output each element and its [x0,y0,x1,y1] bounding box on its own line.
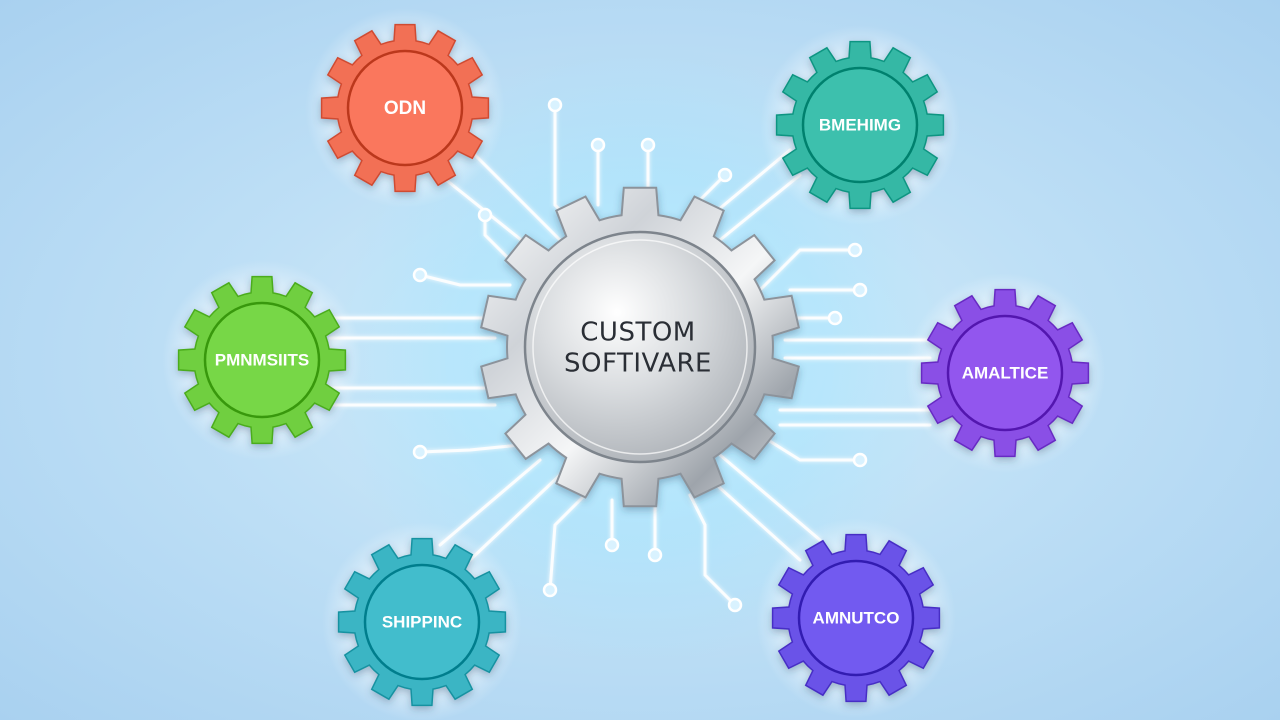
module-gear-face [363,563,481,681]
node [477,207,493,223]
module-label-payments: PMNMSIITS [215,350,309,369]
module-label-automation: AMNUTCO [813,608,900,627]
node [827,310,843,326]
module-gear-shipping: SHIPPINC [337,537,507,707]
node [604,537,620,553]
node [852,282,868,298]
node [717,167,733,183]
module-gear-face [346,49,464,167]
node [847,242,863,258]
node [542,582,558,598]
module-gear-face [203,301,321,419]
module-gear-payments: PMNMSIITS [177,275,347,445]
trace-left-5 [418,273,512,287]
module-label-odn: ODN [384,98,426,119]
trace-banking-4 [758,248,857,292]
module-gear-face [946,314,1064,432]
center-gear: CUSTOM SOFTIVARE [480,186,800,508]
center-label-line1: CUSTOM [580,318,695,348]
node [547,97,563,113]
module-gear-automation: AMNUTCO [771,533,941,703]
node [647,547,663,563]
trace-shipping-4 [548,493,587,592]
trace-automation-2 [718,453,822,542]
module-gear-face [801,66,919,184]
node [640,137,656,153]
module-gear-odn: ODN [320,23,490,193]
circuit-nodes [412,97,868,613]
module-label-shipping: SHIPPINC [382,612,462,631]
module-gear-face [797,559,915,677]
node [852,452,868,468]
trace-automation-3 [758,433,862,462]
node [412,267,428,283]
node [727,597,743,613]
center-label-line2: SOFTIVARE [564,349,712,379]
node [590,137,606,153]
module-label-analytics: AMALTICE [962,363,1049,382]
node [412,444,428,460]
trace-bottom-3 [688,493,737,607]
module-label-banking: BMEHIMG [819,115,901,134]
trace-shipping-3 [418,443,522,454]
center-gear-face [523,230,757,464]
center-gear-rim [532,239,748,455]
module-gear-analytics: AMALTICE [920,288,1090,458]
module-gear-banking: BMEHIMG [775,40,945,210]
